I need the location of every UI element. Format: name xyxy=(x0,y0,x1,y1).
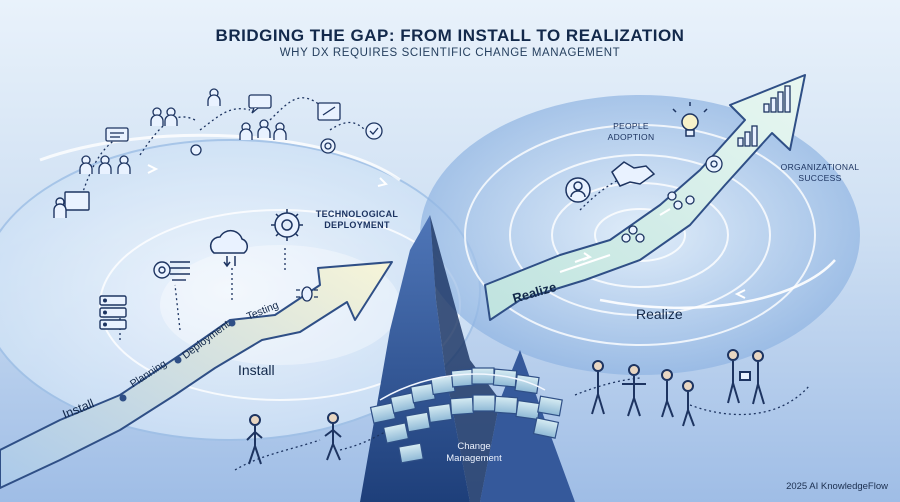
page-subtitle: WHY DX REQUIRES SCIENTIFIC CHANGE MANAGE… xyxy=(279,47,621,59)
realize-arrow xyxy=(484,74,806,321)
footer-credit: 2025 AI KnowledgeFlow xyxy=(786,481,888,492)
bridge-blocks xyxy=(369,367,563,464)
callout-line-2: DEPLOYMENT xyxy=(324,220,390,230)
bridge-line-1: Change xyxy=(457,441,491,452)
document-gear-icon xyxy=(153,261,190,281)
technological-deployment-callout: TECHNOLOGICAL DEPLOYMENT xyxy=(312,209,402,231)
bar-chart-icon xyxy=(621,85,791,243)
team-icon xyxy=(79,88,287,174)
flow-arrows xyxy=(147,164,746,299)
server-icon xyxy=(99,295,127,330)
settings-icon xyxy=(190,102,383,156)
lightbulb-icon xyxy=(672,102,708,137)
bug-icon xyxy=(296,286,318,302)
people-adoption-callout: PEOPLE ADOPTION xyxy=(598,121,664,143)
organizational-success-callout: ORGANIZATIONAL SUCCESS xyxy=(772,162,868,184)
walking-people xyxy=(246,349,765,465)
change-management-label: Change Management xyxy=(434,441,514,465)
success-line-1: ORGANIZATIONAL xyxy=(780,162,860,172)
install-arrow xyxy=(0,261,393,489)
chat-icon xyxy=(248,94,272,114)
success-line-2: SUCCESS xyxy=(798,173,842,183)
handshake-icon xyxy=(611,161,656,187)
page-title: BRIDGING THE GAP: FROM INSTALL TO REALIZ… xyxy=(215,26,685,45)
callout-line-1: TECHNOLOGICAL xyxy=(315,209,399,219)
adoption-line-2: ADOPTION xyxy=(607,132,655,142)
bridge-line-2: Management xyxy=(446,453,502,464)
install-zone-label: Install xyxy=(238,362,275,378)
realize-zone-label: Realize xyxy=(636,306,683,322)
presentation-icon xyxy=(53,191,90,218)
cloud-sync-icon xyxy=(209,229,248,268)
person-icon xyxy=(565,177,591,203)
gear-icon xyxy=(271,209,303,241)
adoption-line-1: PEOPLE xyxy=(613,121,649,131)
